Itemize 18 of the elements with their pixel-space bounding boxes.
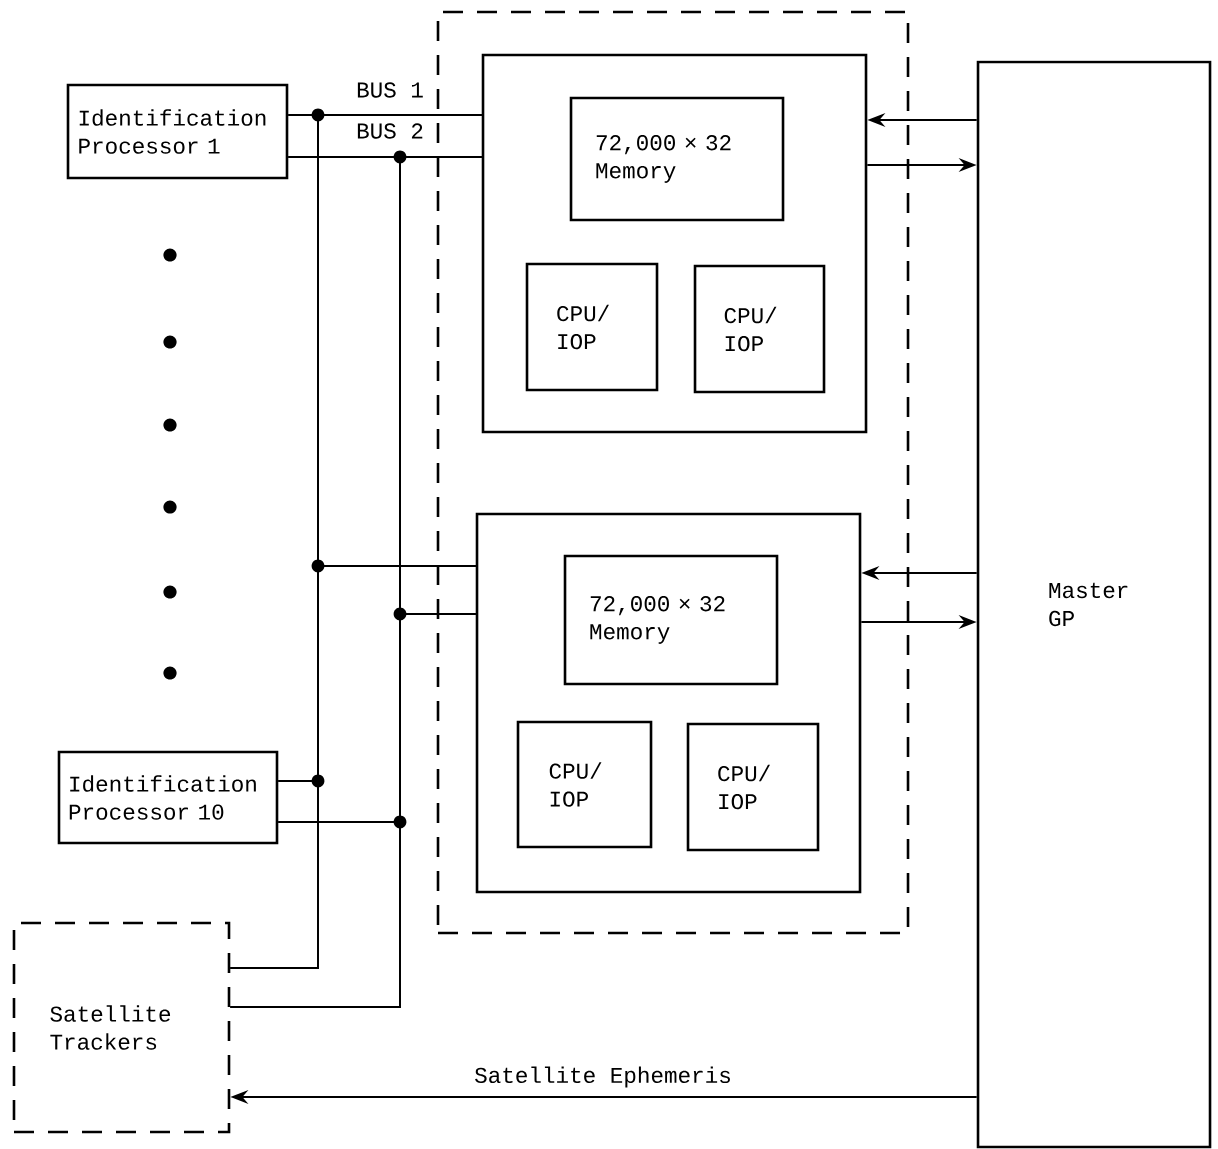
computer-box <box>475 512 862 894</box>
bus-label: BUS 2 <box>357 123 423 139</box>
cpu-box: CPU/ IOP <box>686 722 820 852</box>
cpu-box: CPU/ IOP <box>516 720 653 849</box>
processor-box: Identification Processor 10 <box>57 750 279 845</box>
bus-line <box>229 613 477 1008</box>
memory-box: 72,000 × 32 Memory <box>563 554 779 686</box>
master-box: Master GP <box>976 60 1212 1149</box>
cpu-box: CPU/ IOP <box>693 264 826 394</box>
cpu-box: CPU/ IOP <box>525 262 659 392</box>
bus-line <box>229 565 477 969</box>
edge-label: Satellite Ephemeris <box>475 1066 730 1088</box>
processor-box: Identification Processor 1 <box>66 83 289 180</box>
tracker-box: Satellite Trackers <box>12 921 231 1134</box>
bus-label: BUS 1 <box>357 82 423 98</box>
dashed-enclosure <box>436 10 910 935</box>
computer-box <box>481 53 868 434</box>
memory-box: 72,000 × 32 Memory <box>569 96 785 222</box>
